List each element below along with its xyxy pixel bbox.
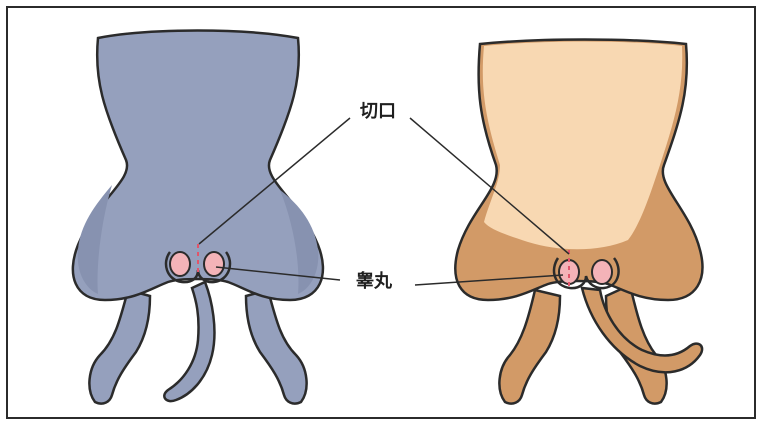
- gray-cat-illustration: [73, 31, 323, 404]
- orange-cat-testicle-left: [559, 260, 579, 284]
- gray-cat-left-leg: [89, 290, 150, 404]
- gray-cat-right-leg: [246, 290, 307, 404]
- gray-cat-body: [73, 31, 323, 301]
- incision-label: 切口: [360, 103, 396, 121]
- gray-cat-testicle-left: [170, 252, 190, 276]
- orange-cat-left-leg: [499, 290, 560, 404]
- orange-cat-illustration: [455, 40, 702, 404]
- testicle-label: 睾丸: [356, 273, 392, 291]
- gray-cat-testicle-right: [204, 252, 224, 276]
- gray-cat-tail: [164, 282, 214, 401]
- orange-cat-testicle-right: [592, 260, 612, 284]
